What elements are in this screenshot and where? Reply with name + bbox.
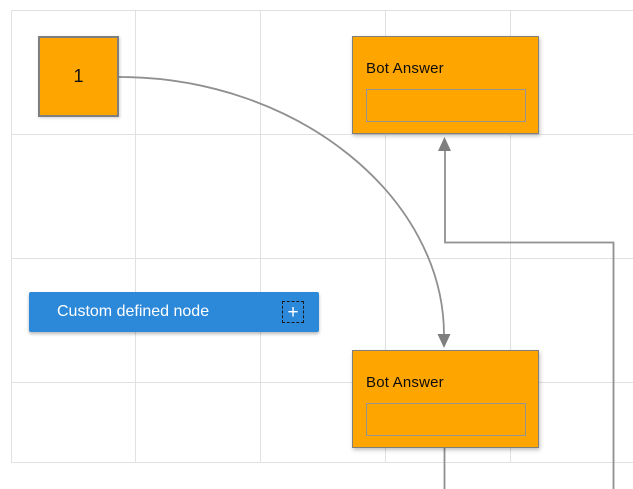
bot-answer-title: Bot Answer [366,60,444,77]
custom-defined-node[interactable]: Custom defined node + [29,292,319,332]
start-node[interactable]: 1 [38,36,119,117]
answer-text-box[interactable] [366,403,526,436]
connector-curve-path[interactable] [118,76,445,336]
custom-defined-node-label: Custom defined node [57,303,210,320]
answer-text-box[interactable] [366,89,526,122]
bot-answer-node-top[interactable]: Bot Answer [352,36,539,134]
arrowhead-up-icon [438,137,451,151]
bot-answer-node-bottom[interactable]: Bot Answer [352,350,539,448]
bot-answer-title: Bot Answer [366,374,444,391]
plus-icon: + [287,301,299,323]
connector-orthogonal-path[interactable] [444,150,615,489]
start-node-label: 1 [73,66,84,86]
add-node-button[interactable]: + [282,301,304,323]
connector-curve[interactable] [118,76,451,348]
arrowhead-down-icon [437,334,451,348]
connector-orthogonal[interactable] [438,137,615,489]
